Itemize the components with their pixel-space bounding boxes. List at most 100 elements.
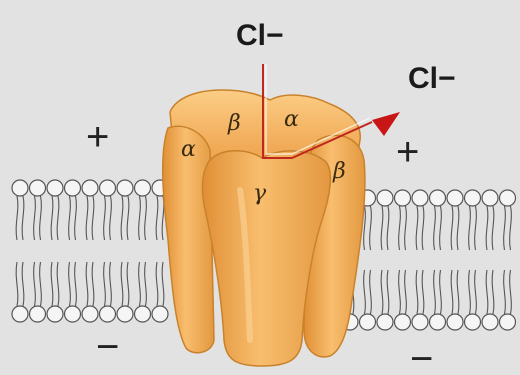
lipid-bilayer-right <box>342 190 516 330</box>
lipid-tail <box>387 206 389 250</box>
lipid-tail <box>475 206 477 250</box>
chloride-ion-label-right: Cl− <box>408 62 456 95</box>
lipid-tail <box>121 262 123 306</box>
chloride-ion-label-top: Cl− <box>236 19 284 52</box>
lipid-head <box>82 180 98 196</box>
lipid-tail <box>75 262 77 306</box>
lipid-tail <box>381 270 383 314</box>
lipid-tail <box>381 206 383 250</box>
lipid-head <box>465 314 481 330</box>
lipid-tail <box>16 196 18 240</box>
lipid-molecule <box>65 180 81 240</box>
lipid-molecule <box>447 190 463 250</box>
lipid-tail <box>457 206 459 250</box>
lipid-molecule <box>377 190 393 250</box>
lipid-tail <box>110 196 112 240</box>
lipid-tail <box>399 206 401 250</box>
lipid-head <box>12 306 28 322</box>
subunit-label-beta-right: β <box>332 159 346 184</box>
lipid-tail <box>127 196 129 240</box>
lipid-tail <box>40 196 42 240</box>
lipid-molecule <box>100 262 116 322</box>
lipid-tail <box>145 196 147 240</box>
lipid-molecule <box>482 270 498 330</box>
lipid-tail <box>399 270 401 314</box>
lipid-tail <box>22 196 24 240</box>
charge-negative-right: − <box>410 337 433 375</box>
lipid-tail <box>16 262 18 306</box>
subunit-label-alpha-top: α <box>284 107 299 132</box>
lipid-tail <box>162 262 164 306</box>
lipid-tail <box>92 262 94 306</box>
lipid-head <box>135 306 151 322</box>
lipid-tail <box>370 270 372 314</box>
lipid-molecule <box>412 190 428 250</box>
lipid-tail <box>434 270 436 314</box>
lipid-head <box>135 180 151 196</box>
lipid-tail <box>156 196 158 240</box>
lipid-head <box>152 306 168 322</box>
lipid-head <box>465 190 481 206</box>
lipid-tail <box>69 196 71 240</box>
lipid-tail <box>75 196 77 240</box>
lipid-tail <box>22 262 24 306</box>
lipid-head <box>360 314 376 330</box>
lipid-molecule <box>430 190 446 250</box>
lipid-tail <box>51 196 53 240</box>
lipid-head <box>82 306 98 322</box>
lipid-tail <box>440 270 442 314</box>
lipid-head <box>482 190 498 206</box>
lipid-tail <box>416 270 418 314</box>
lipid-tail <box>510 270 512 314</box>
lipid-tail <box>422 206 424 250</box>
lipid-molecule <box>465 270 481 330</box>
lipid-tail <box>469 206 471 250</box>
lipid-tail <box>434 206 436 250</box>
lipid-tail <box>451 206 453 250</box>
lipid-tail <box>92 196 94 240</box>
lipid-tail <box>104 262 106 306</box>
lipid-molecule <box>152 262 168 322</box>
lipid-head <box>117 180 133 196</box>
lipid-tail <box>492 270 494 314</box>
lipid-tail <box>422 270 424 314</box>
lipid-tail <box>139 196 141 240</box>
charge-positive-left: + <box>86 115 109 159</box>
lipid-tail <box>86 262 88 306</box>
lipid-head <box>500 190 516 206</box>
lipid-tail <box>440 206 442 250</box>
lipid-molecule <box>482 190 498 250</box>
lipid-tail <box>469 270 471 314</box>
lipid-bilayer-left <box>12 180 168 322</box>
lipid-head <box>100 306 116 322</box>
lipid-tail <box>387 270 389 314</box>
lipid-tail <box>416 206 418 250</box>
lipid-head <box>430 314 446 330</box>
lipid-head <box>30 180 46 196</box>
lipid-tail <box>34 196 36 240</box>
lipid-tail <box>127 262 129 306</box>
lipid-head <box>377 190 393 206</box>
lipid-tail <box>121 196 123 240</box>
lipid-tail <box>110 262 112 306</box>
lipid-tail <box>34 262 36 306</box>
lipid-molecule <box>430 270 446 330</box>
lipid-tail <box>370 206 372 250</box>
lipid-head <box>412 314 428 330</box>
lipid-tail <box>504 206 506 250</box>
subunit-label-gamma: γ <box>253 181 267 206</box>
charge-negative-left: − <box>96 325 119 369</box>
subunit-label-beta-top: β <box>227 111 241 136</box>
lipid-molecule <box>30 180 46 240</box>
lipid-molecule <box>465 190 481 250</box>
lipid-head <box>412 190 428 206</box>
lipid-head <box>30 306 46 322</box>
lipid-molecule <box>12 262 28 322</box>
lipid-molecule <box>135 180 151 240</box>
lipid-molecule <box>117 262 133 322</box>
lipid-tail <box>104 196 106 240</box>
lipid-tail <box>40 262 42 306</box>
lipid-molecule <box>500 190 516 250</box>
